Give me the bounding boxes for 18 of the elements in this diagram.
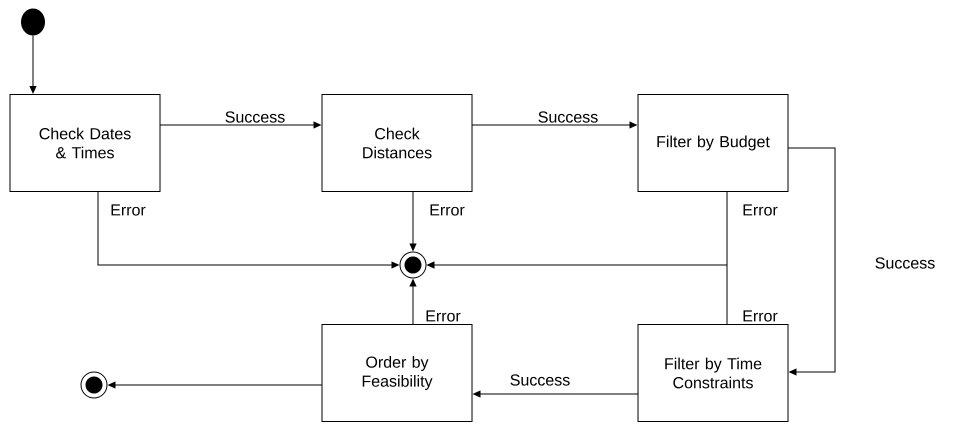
state-box: Filter by Budget xyxy=(638,94,788,192)
state-box: Check Distances xyxy=(322,94,472,192)
state-box: Filter by Time Constraints xyxy=(638,324,788,422)
start-dot xyxy=(21,8,45,36)
end-state xyxy=(400,252,426,278)
edge-label: Success xyxy=(538,111,598,123)
edge-label: Success xyxy=(876,257,935,269)
edge-label: Error xyxy=(744,310,778,322)
edge-label: Error xyxy=(430,204,465,216)
edge-label: Success xyxy=(510,374,570,386)
edge-label: Error xyxy=(744,204,778,216)
edge-label: Success xyxy=(226,111,285,123)
edge-label: Error xyxy=(426,310,461,322)
arrow xyxy=(788,148,836,376)
end-state xyxy=(80,372,108,398)
state-box: Check Dates & Times xyxy=(10,94,160,192)
state-box: Order by Feasibility xyxy=(322,324,472,422)
edge-label: Error xyxy=(112,204,146,216)
